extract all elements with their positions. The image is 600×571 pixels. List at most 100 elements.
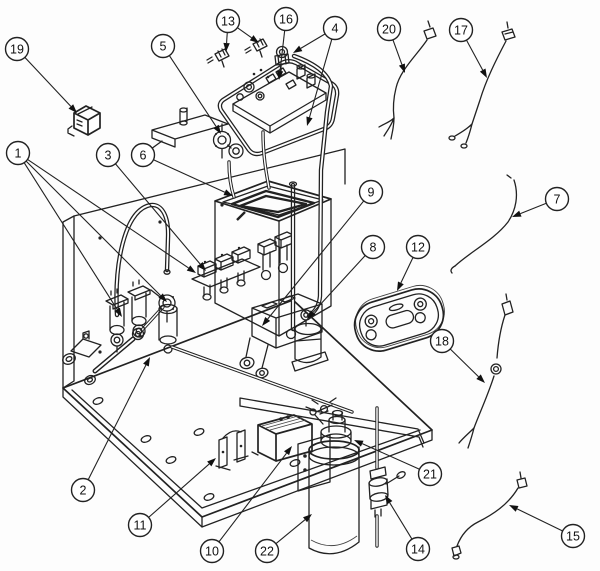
callout-number-21: 21	[423, 467, 437, 481]
callout-leader-line	[218, 452, 287, 543]
callout-leader-line	[312, 255, 366, 313]
callout-circle-8	[360, 234, 386, 260]
callout-leader-line	[308, 38, 333, 118]
u-shaped-tube	[114, 202, 171, 318]
callout-arrowhead	[479, 68, 487, 78]
callout-leader-line	[27, 158, 189, 269]
callout-leader-line	[516, 508, 563, 532]
callout-17: 17	[448, 17, 487, 78]
callout-arrowhead	[262, 316, 271, 326]
filter-bracket	[297, 434, 331, 492]
callout-11: 11	[127, 458, 216, 538]
inlet-fitting-left	[206, 48, 230, 68]
callout-arrowhead	[114, 307, 122, 317]
callout-leader-line	[115, 163, 201, 265]
chassis-left-wall	[62, 215, 75, 389]
mounting-bracket-11	[215, 429, 249, 471]
callout-leader-line	[226, 32, 228, 44]
callout-10: 10	[199, 446, 292, 564]
top-tube-loop	[217, 59, 340, 157]
callout-arrowhead	[284, 446, 292, 456]
callout-arrowhead	[186, 265, 196, 273]
callout-leader-line	[267, 200, 365, 320]
callout-21: 21	[354, 440, 443, 487]
callout-13: 13	[215, 8, 259, 52]
callout-arrowhead	[509, 505, 519, 512]
callout-circle-20	[376, 16, 402, 42]
wire-harness-17	[448, 21, 516, 149]
callout-leader-line	[168, 55, 217, 127]
callout-arrowhead	[307, 310, 316, 319]
callout-20: 20	[376, 16, 405, 73]
callout-arrowhead	[249, 35, 259, 43]
wire-item7	[450, 174, 518, 274]
callout-leader-line	[361, 443, 420, 470]
callout-arrowhead	[476, 374, 485, 383]
callout-circle-17	[448, 17, 474, 43]
callout-leader-line	[449, 348, 479, 378]
callout-number-16: 16	[279, 12, 293, 26]
callout-number-11: 11	[134, 518, 147, 532]
left-wall-fittings	[62, 305, 165, 386]
callout-number-10: 10	[205, 544, 219, 558]
callout-circle-11	[127, 512, 153, 538]
callout-leader-line	[465, 39, 484, 71]
pump-inlet-elbow	[150, 289, 178, 354]
callout-arrowhead	[143, 357, 150, 367]
callout-circle-21	[417, 461, 443, 487]
callout-number-17: 17	[454, 23, 468, 37]
callout-22: 22	[254, 514, 312, 564]
drain-valve	[368, 466, 406, 518]
wire-harness-18	[458, 293, 514, 449]
reservoir-tank	[214, 180, 332, 337]
callout-leader-line	[153, 159, 226, 193]
callout-12: 12	[397, 234, 431, 291]
callout-arrowhead	[385, 495, 393, 505]
callout-circle-3	[95, 142, 121, 168]
callout-8: 8	[307, 234, 386, 319]
chassis-back-panel	[73, 148, 346, 354]
callout-number-8: 8	[370, 240, 377, 254]
callout-leader-line	[237, 27, 252, 39]
callout-circle-16	[273, 6, 299, 32]
callout-7: 7	[512, 186, 570, 217]
callout-circle-22	[254, 538, 280, 564]
top-manifold-plate	[232, 64, 327, 134]
switch-block-19	[67, 105, 101, 137]
tubes-into-tank	[227, 130, 271, 199]
callout-arrowhead	[303, 514, 312, 523]
callout-circle-14	[405, 536, 431, 562]
callout-arrowhead	[223, 42, 230, 52]
filter-cylinder	[308, 440, 360, 555]
callout-number-13: 13	[221, 14, 235, 28]
callout-circle-9	[358, 179, 384, 205]
wing-valve-on-rail	[311, 397, 337, 415]
transformer-box	[251, 414, 319, 462]
callout-18: 18	[429, 328, 485, 383]
callout-number-18: 18	[435, 334, 449, 348]
callout-number-6: 6	[140, 148, 147, 162]
callout-3: 3	[95, 142, 206, 271]
callout-circle-13	[215, 8, 241, 34]
callout-number-22: 22	[260, 544, 274, 558]
wire-harness-20	[378, 20, 437, 140]
callout-leader-line	[520, 202, 547, 215]
callout-number-1: 1	[15, 146, 22, 160]
callout-leader-line	[275, 519, 306, 545]
callout-5: 5	[150, 33, 221, 134]
callout-circle-12	[405, 234, 431, 260]
valve-item5	[212, 123, 244, 159]
callout-circle-10	[199, 538, 225, 564]
callout-circle-19	[4, 36, 30, 62]
callout-leader-line	[25, 160, 162, 297]
callout-leader-line	[24, 57, 72, 107]
callout-arrowhead	[158, 293, 167, 302]
callout-2: 2	[70, 357, 150, 503]
callout-circle-18	[429, 328, 455, 354]
callout-arrowhead	[276, 70, 284, 80]
solenoid-valve-left	[105, 288, 129, 353]
callout-number-7: 7	[554, 192, 561, 206]
